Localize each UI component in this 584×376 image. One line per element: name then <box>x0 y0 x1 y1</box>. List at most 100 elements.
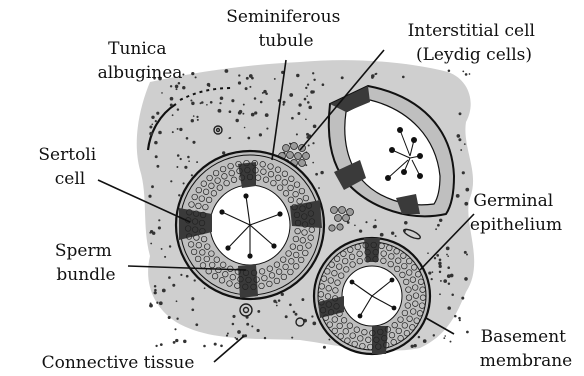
connective-tissue-dot <box>149 126 152 129</box>
connective-tissue-dot <box>374 219 376 221</box>
connective-tissue-dot <box>204 287 206 289</box>
connective-tissue-dot <box>239 110 243 114</box>
connective-tissue-dot <box>243 104 245 106</box>
connective-tissue-dot <box>464 202 468 206</box>
connective-tissue-dot <box>257 329 260 332</box>
connective-tissue-dot <box>197 119 199 121</box>
connective-tissue-dot <box>210 101 213 104</box>
connective-tissue-dot <box>312 322 316 326</box>
connective-tissue-dot <box>231 99 234 102</box>
connective-tissue-dot <box>291 117 294 120</box>
connective-tissue-dot <box>444 335 446 337</box>
connective-tissue-dot <box>172 114 174 116</box>
connective-tissue-dot <box>305 118 307 120</box>
connective-tissue-dot <box>176 318 178 320</box>
connective-tissue-dot <box>161 92 163 94</box>
connective-tissue-dot <box>435 228 437 230</box>
connective-tissue-dot <box>434 257 436 259</box>
connective-tissue-dot <box>254 97 257 100</box>
connective-tissue-dot <box>428 272 431 275</box>
connective-tissue-dot <box>469 73 471 75</box>
connective-tissue-dot <box>246 77 249 80</box>
connective-tissue-dot <box>293 311 296 314</box>
connective-tissue-dot <box>203 345 206 348</box>
connective-tissue-dot <box>177 128 179 130</box>
connective-tissue-dot <box>318 187 320 189</box>
connective-tissue-dot <box>359 229 362 232</box>
connective-tissue-dot <box>151 116 154 119</box>
connective-tissue-dot <box>245 87 248 90</box>
connective-tissue-dot <box>178 194 180 196</box>
connective-tissue-dot <box>289 93 293 97</box>
connective-tissue-dot <box>418 336 420 338</box>
connective-tissue-dot <box>154 285 157 288</box>
connective-tissue-dot <box>464 277 468 281</box>
connective-tissue-dot <box>206 104 208 106</box>
connective-tissue-dot <box>232 323 235 326</box>
connective-tissue-dot <box>464 143 466 145</box>
connective-tissue-dot <box>307 83 309 85</box>
connective-tissue-dot <box>298 103 301 106</box>
connective-tissue-dot <box>257 310 260 313</box>
connective-tissue-dot <box>158 226 161 229</box>
connective-tissue-dot <box>174 328 176 330</box>
connective-tissue-dot <box>177 108 179 110</box>
connective-tissue-dot <box>313 124 317 128</box>
connective-tissue-dot <box>446 254 448 256</box>
connective-tissue-dot <box>154 289 157 292</box>
connective-tissue-dot <box>460 149 462 151</box>
label-sperm-bundle: Sperm bundle <box>55 241 117 285</box>
connective-tissue-dot <box>320 171 323 174</box>
connective-tissue-dot <box>201 101 204 104</box>
connective-tissue-dot <box>313 90 315 92</box>
connective-tissue-dot <box>150 303 152 305</box>
connective-tissue-dot <box>170 104 173 107</box>
connective-tissue-dot <box>301 298 304 301</box>
connective-tissue-dot <box>158 131 162 135</box>
connective-tissue-dot <box>177 154 180 157</box>
connective-tissue-dot <box>219 102 221 104</box>
connective-tissue-dot <box>276 305 278 307</box>
connective-tissue-dot <box>180 158 182 160</box>
label-germinal-epithelium: Germinal epithelium <box>470 191 562 235</box>
connective-tissue-dot <box>265 113 269 117</box>
connective-tissue-dot <box>464 251 467 254</box>
connective-tissue-dot <box>227 333 229 335</box>
connective-tissue-dot <box>170 180 172 182</box>
connective-tissue-dot <box>312 162 314 164</box>
connective-tissue-dot <box>436 254 439 257</box>
connective-tissue-dot <box>254 111 257 114</box>
connective-tissue-dot <box>427 252 429 254</box>
connective-tissue-dot <box>447 266 450 269</box>
connective-tissue-dot <box>446 247 450 251</box>
connective-tissue-dot <box>274 78 276 80</box>
connective-tissue-dot <box>402 76 405 79</box>
connective-tissue-dot <box>150 243 152 245</box>
connective-tissue-dot <box>459 112 462 115</box>
connective-tissue-dot <box>151 185 154 188</box>
connective-tissue-dot <box>154 291 157 294</box>
connective-tissue-dot <box>365 221 367 223</box>
connective-tissue-dot <box>443 279 447 283</box>
connective-tissue-dot <box>249 86 251 88</box>
connective-tissue-dot <box>432 271 434 273</box>
connective-tissue-dot <box>295 313 298 316</box>
seminiferous-tubule-lower <box>314 238 430 354</box>
connective-tissue-dot <box>285 315 288 318</box>
connective-tissue-dot <box>395 235 397 237</box>
connective-tissue-dot <box>411 345 414 348</box>
connective-tissue-dot <box>244 127 246 129</box>
connective-tissue-dot <box>186 137 189 140</box>
connective-tissue-dot <box>289 143 291 145</box>
connective-tissue-dot <box>175 85 179 89</box>
seminiferous-tubule-left <box>176 151 324 299</box>
connective-tissue-dot <box>176 88 178 90</box>
connective-tissue-dot <box>278 299 281 302</box>
connective-tissue-dot <box>439 265 442 268</box>
connective-tissue-dot <box>259 133 262 136</box>
connective-tissue-dot <box>454 315 457 318</box>
connective-tissue-dot <box>448 282 450 284</box>
connective-tissue-dot <box>466 254 468 256</box>
connective-tissue-dot <box>440 280 442 282</box>
connective-tissue-dot <box>172 284 175 287</box>
